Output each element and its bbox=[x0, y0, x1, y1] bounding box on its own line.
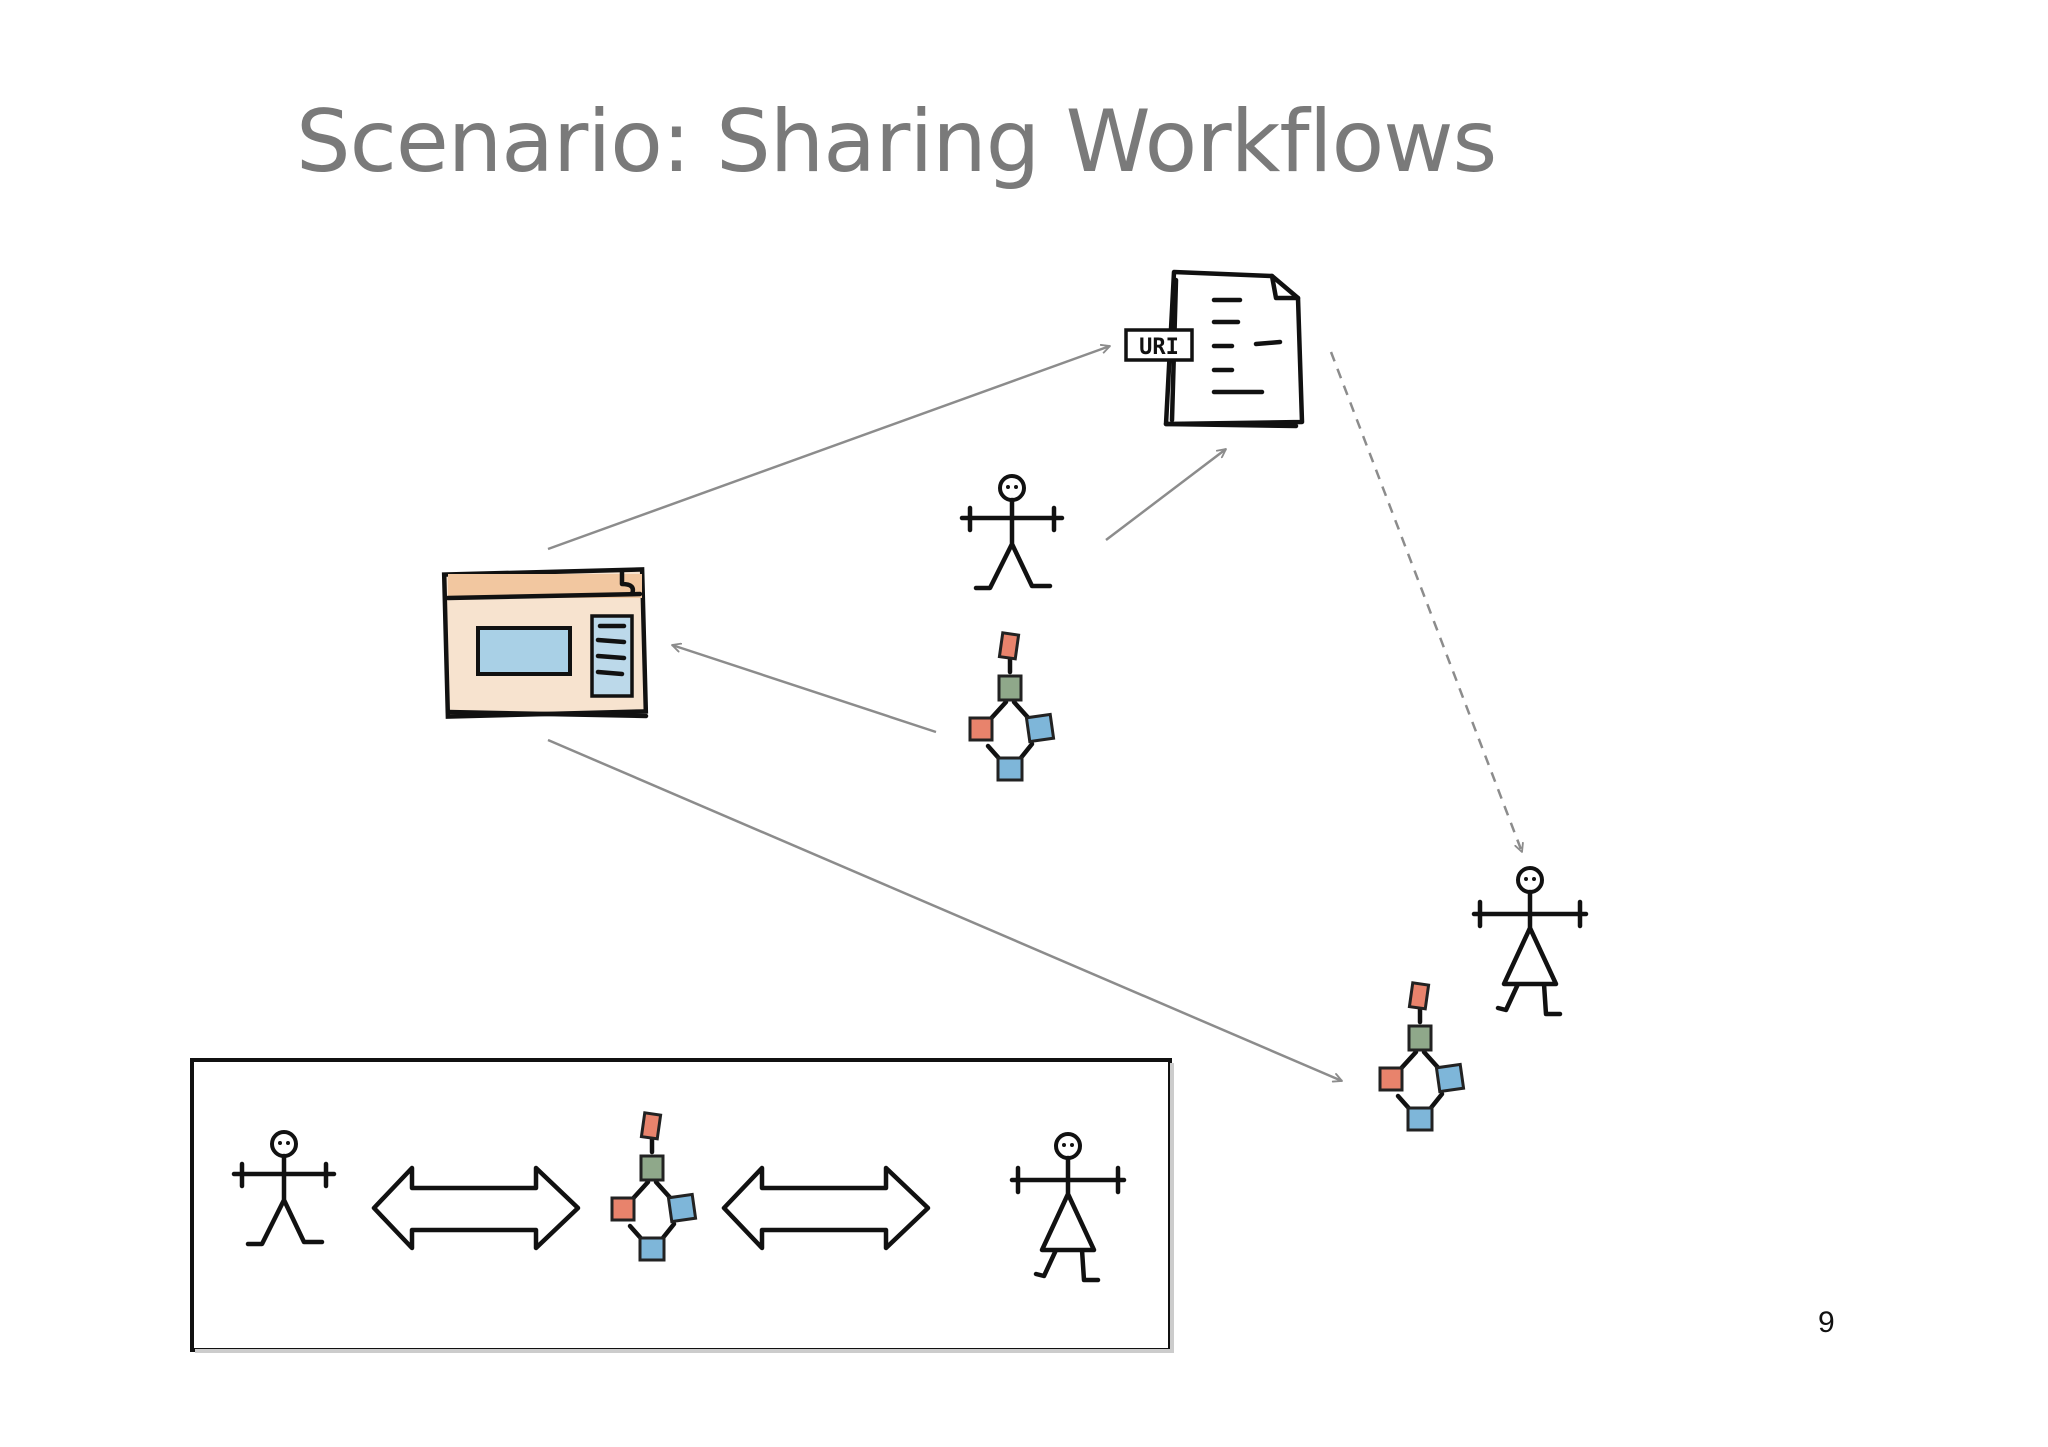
arrow-workflow-to-app bbox=[672, 645, 937, 734]
arrow-app-to-shared-workflow bbox=[547, 738, 1342, 1081]
double-arrow-icon bbox=[374, 1168, 578, 1248]
legend-box bbox=[190, 1058, 1174, 1353]
legend-person-icon bbox=[234, 1132, 334, 1244]
uri-label: URI bbox=[1139, 335, 1179, 360]
page-number: 9 bbox=[1818, 1306, 1835, 1339]
slide-title: Scenario: Sharing Workflows bbox=[296, 92, 1497, 192]
application-window-icon bbox=[441, 567, 649, 719]
reader-woman-icon bbox=[1474, 868, 1586, 1014]
document-icon: URI bbox=[1124, 269, 1305, 429]
shared-workflow-icon bbox=[1380, 983, 1464, 1130]
author-person-icon bbox=[962, 476, 1062, 588]
double-arrow-icon bbox=[724, 1168, 928, 1248]
legend-workflow-icon bbox=[612, 1113, 696, 1260]
legend-woman-icon bbox=[1012, 1134, 1124, 1280]
arrow-author-to-document bbox=[1105, 448, 1226, 541]
arrow-app-to-document bbox=[547, 346, 1110, 551]
author-workflow-icon bbox=[970, 633, 1054, 780]
dashed-arrow-document-to-reader bbox=[1329, 351, 1522, 852]
